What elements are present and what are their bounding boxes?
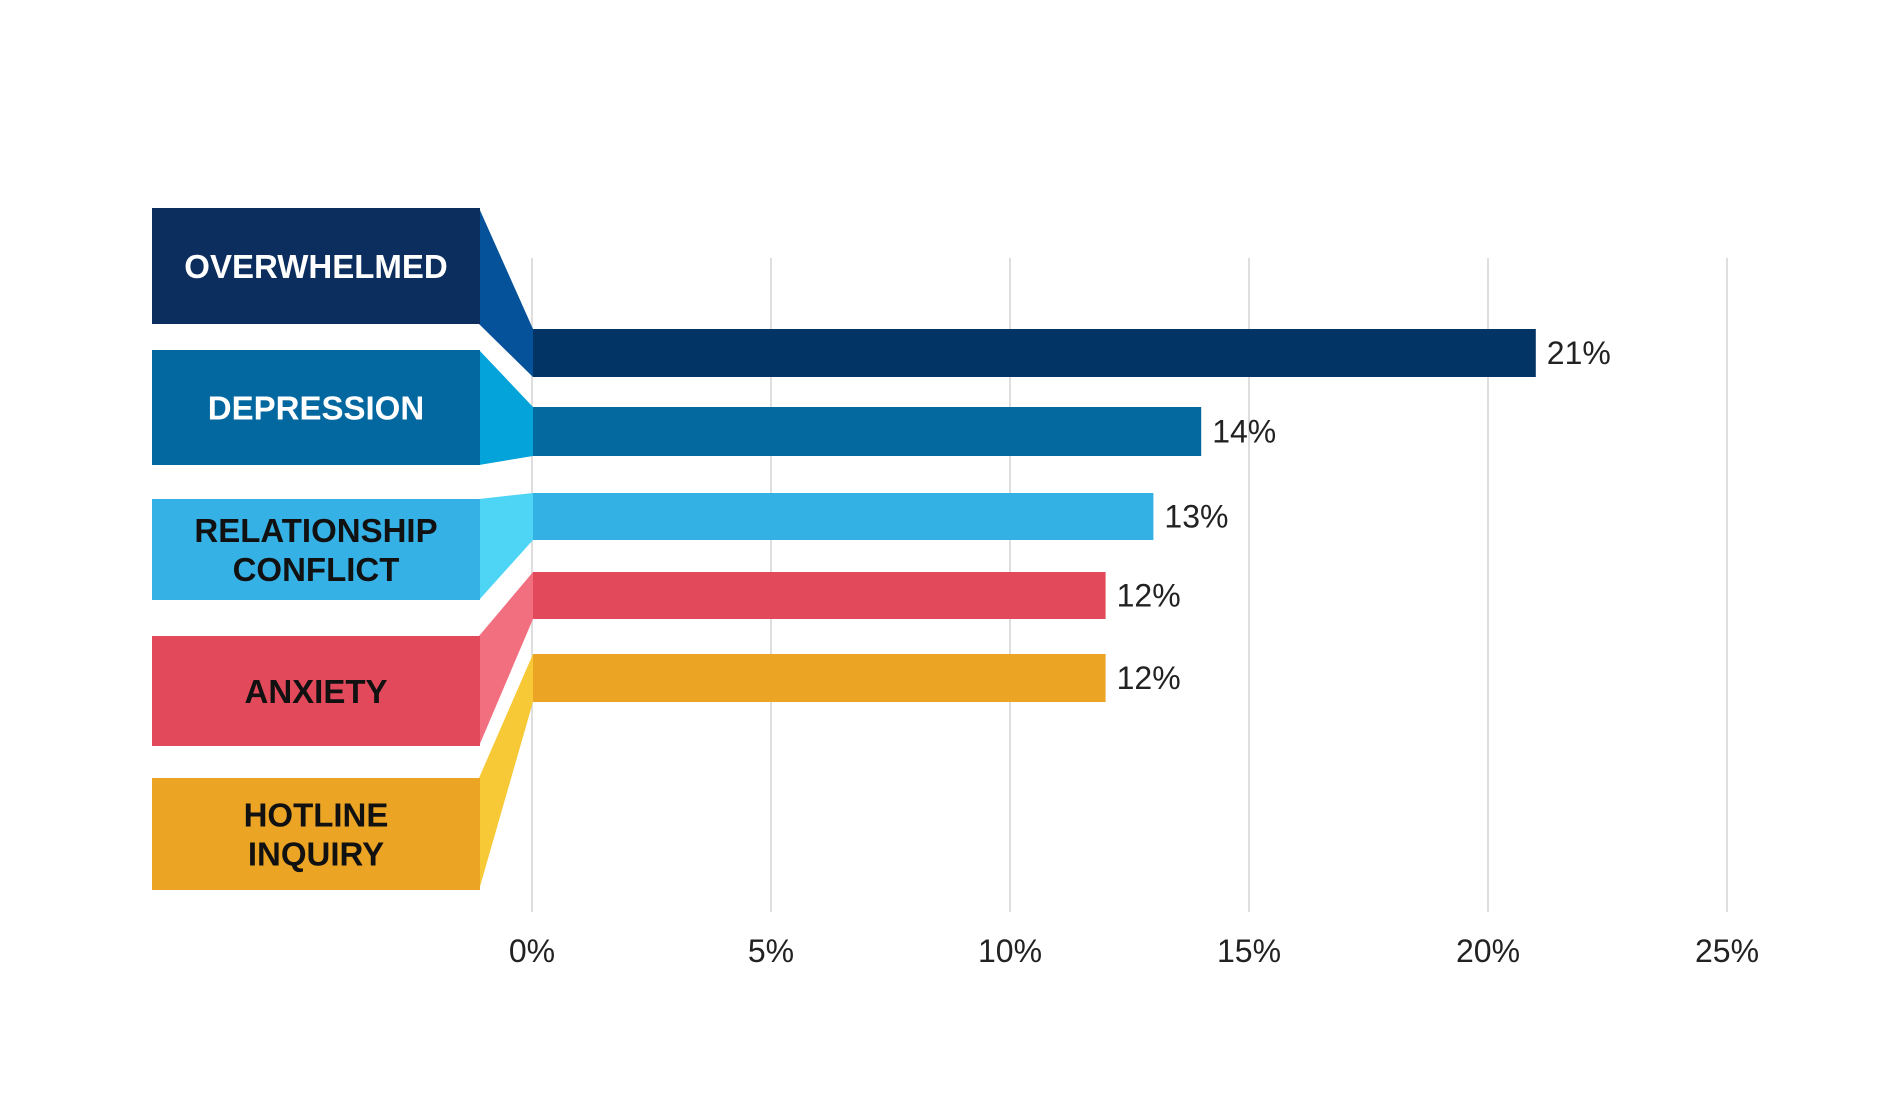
category-label-0: OVERWHELMED [184,248,447,285]
bar-2 [533,493,1154,540]
category-box-2 [152,499,480,600]
connector-1 [479,350,533,465]
x-tick-label-3: 15% [1217,933,1281,969]
category-label-1: DEPRESSION [208,390,424,427]
bar-3 [533,572,1106,619]
category-label-line: INQUIRY [248,836,384,873]
bar-4 [533,654,1106,702]
connector-4 [479,654,533,890]
value-label-1: 14% [1212,414,1276,450]
category-label-line: HOTLINE [244,797,389,834]
category-label-line: CONFLICT [233,551,400,588]
category-label-line: RELATIONSHIP [194,512,437,549]
value-label-4: 12% [1117,660,1181,696]
category-label-line: OVERWHELMED [184,248,447,285]
category-box-1 [152,350,480,465]
connector-3 [479,572,533,746]
connector-0 [479,208,533,377]
category-box-0 [152,208,480,324]
connector-2 [479,493,533,600]
bar-0 [533,329,1536,377]
x-tick-label-2: 10% [978,933,1042,969]
category-box-3 [152,636,480,746]
x-tick-label-5: 25% [1695,933,1759,969]
bar-1 [533,407,1202,456]
category-label-3: ANXIETY [244,673,387,710]
value-label-0: 21% [1547,335,1611,371]
category-label-line: DEPRESSION [208,390,424,427]
x-tick-label-1: 5% [748,933,794,969]
category-label-line: ANXIETY [244,673,387,710]
x-tick-label-4: 20% [1456,933,1520,969]
x-tick-label-0: 0% [509,933,555,969]
category-box-4 [152,778,480,890]
value-label-2: 13% [1164,499,1228,535]
value-label-3: 12% [1117,578,1181,614]
